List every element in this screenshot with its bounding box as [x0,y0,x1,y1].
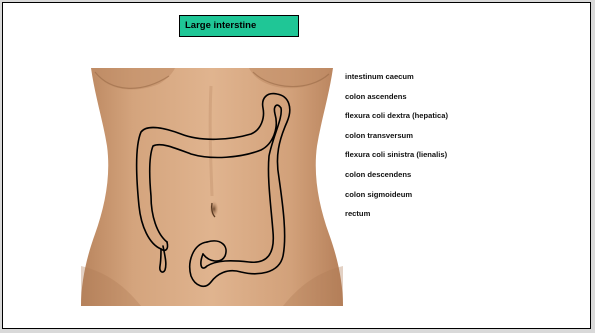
slide-title: Large interstine [179,15,299,37]
structure-label: colon transversum [345,130,448,150]
slide: Large interstine [2,2,591,329]
structure-label: rectum [345,208,448,228]
structure-label: colon ascendens [345,91,448,111]
structure-label: intestinum caecum [345,71,448,91]
structure-label: flexura coli sinistra (lienalis) [345,149,448,169]
structure-label: flexura coli dextra (hepatica) [345,110,448,130]
navel [210,201,219,217]
structure-label: colon descendens [345,169,448,189]
structure-label-list: intestinum caecum colon ascendens flexur… [345,71,448,228]
torso-illustration [81,66,343,306]
structure-label: colon sigmoideum [345,189,448,209]
